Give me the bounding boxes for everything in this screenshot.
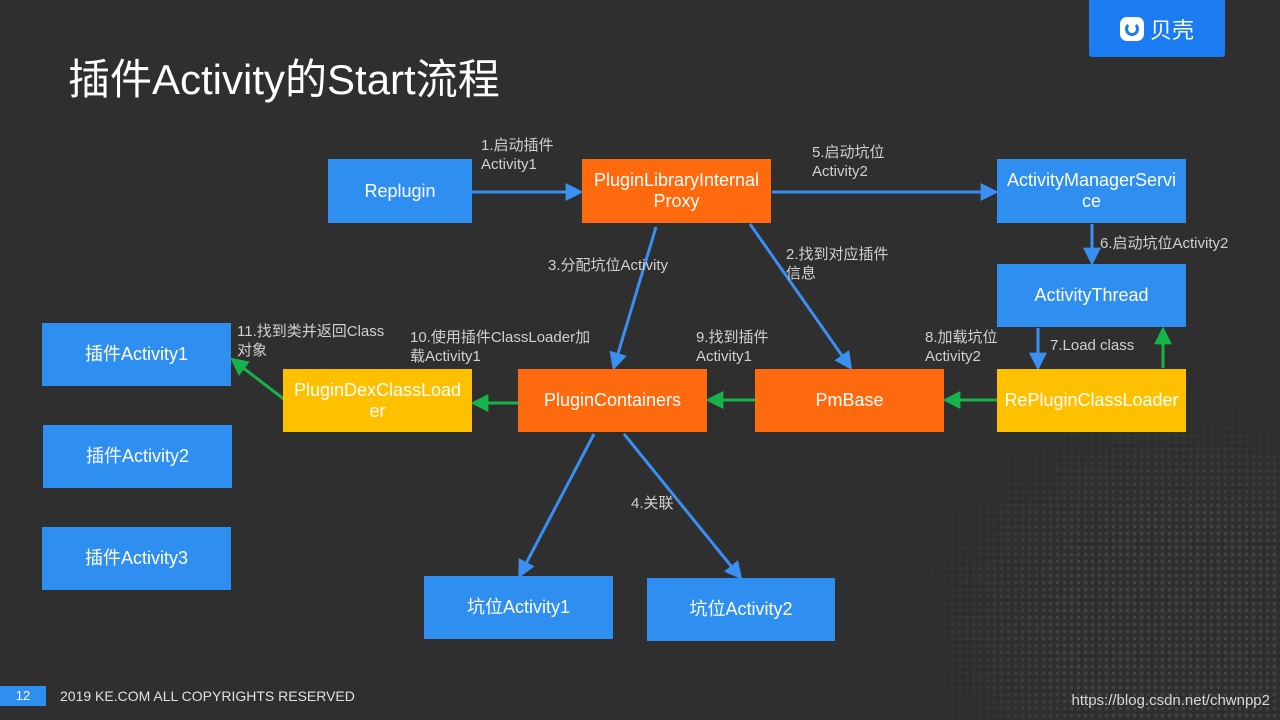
node-activity-manager-service: ActivityManagerService — [997, 159, 1186, 223]
copyright-text: 2019 KE.COM ALL COPYRIGHTS RESERVED — [60, 688, 355, 704]
label-step8: 8.加载坑位 Activity2 — [925, 329, 998, 365]
label-step9: 9.找到插件 Activity1 — [696, 329, 769, 365]
node-replugin-classloader: RePluginClassLoader — [997, 369, 1186, 432]
slide-title: 插件Activity的Start流程 — [68, 56, 500, 103]
node-plugin-activity-3: 插件Activity3 — [42, 527, 231, 590]
label-step7: 7.Load class — [1050, 337, 1135, 354]
node-plugin-activity-1: 插件Activity1 — [42, 323, 231, 386]
node-pit-activity-1: 坑位Activity1 — [424, 576, 613, 639]
label-step4: 4.关联 — [631, 495, 674, 512]
node-plugin-containers: PluginContainers — [518, 369, 707, 432]
node-pit-activity-2: 坑位Activity2 — [647, 578, 835, 641]
brand-logo: 贝壳 — [1089, 0, 1225, 57]
node-plugin-activity-2: 插件Activity2 — [43, 425, 232, 488]
page-number: 12 — [0, 686, 46, 706]
dot-pattern-decoration — [900, 390, 1280, 720]
label-step2: 2.找到对应插件 信息 — [786, 246, 889, 282]
logo-icon — [1119, 16, 1144, 41]
label-step1: 1.启动插件 Activity1 — [481, 137, 554, 173]
node-plugin-dex-classloader: PluginDexClassLoader — [283, 369, 472, 432]
watermark-url: https://blog.csdn.net/chwnpp2 — [1071, 692, 1270, 709]
label-step6: 6.启动坑位Activity2 — [1100, 235, 1229, 252]
arrow-step2 — [748, 223, 853, 370]
label-step11: 11.找到类并返回Class 对象 — [237, 323, 385, 359]
label-step5: 5.启动坑位 Activity2 — [812, 144, 885, 180]
logo-text: 贝壳 — [1149, 17, 1194, 43]
arrow-step4-left — [518, 433, 596, 579]
node-pmbase: PmBase — [755, 369, 944, 432]
arrow-step11 — [230, 357, 286, 402]
node-activity-thread: ActivityThread — [997, 264, 1186, 327]
label-step10: 10.使用插件ClassLoader加 载Activity1 — [410, 329, 591, 365]
node-replugin: Replugin — [328, 159, 472, 223]
arrow-step3 — [609, 226, 658, 371]
label-step3: 3.分配坑位Activity — [548, 257, 669, 274]
arrow-step4-right — [622, 433, 743, 580]
node-plugin-library-internal-proxy: PluginLibraryInternalProxy — [582, 159, 771, 223]
